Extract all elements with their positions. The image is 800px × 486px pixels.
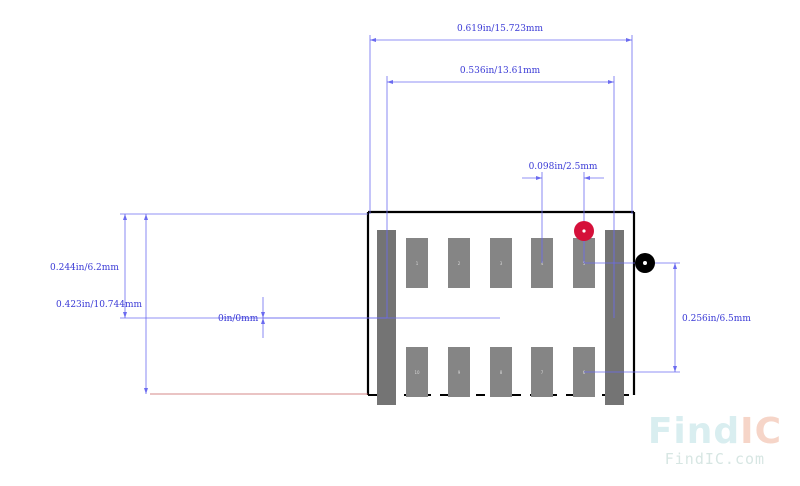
dimension-label: 0.619in/15.723mm xyxy=(457,24,543,34)
pad-label: 7 xyxy=(541,370,544,375)
pad xyxy=(448,347,470,397)
pad-label: 5 xyxy=(583,261,586,266)
dimension-pad-span: 0.536in/13.61mm xyxy=(386,66,615,318)
pad xyxy=(490,238,512,288)
pad xyxy=(406,238,428,288)
pad-label: 3 xyxy=(500,261,503,266)
pad xyxy=(406,347,428,397)
dimension-origin: 0in/0mm xyxy=(218,297,500,338)
dimension-pitch: 0.098in/2.5mm xyxy=(522,162,604,263)
pad xyxy=(490,347,512,397)
dimension-label: 0.423in/10.744mm xyxy=(56,300,142,310)
mounting-pad-left xyxy=(377,230,396,405)
pad-label: 6 xyxy=(583,370,586,375)
pad xyxy=(531,347,553,397)
pad-label: 8 xyxy=(500,370,503,375)
pad-label: 9 xyxy=(458,370,461,375)
dimension-label: 0in/0mm xyxy=(218,314,259,324)
pad xyxy=(448,238,470,288)
findic-logo: FindIC FindIC.com xyxy=(647,411,782,469)
pad-label: 4 xyxy=(541,261,544,266)
mounting-pad-right xyxy=(605,230,624,405)
dimension-overall-width: 0.619in/15.723mm xyxy=(369,24,633,214)
logo-subtitle: FindIC.com xyxy=(664,450,766,468)
pad-label: 1 xyxy=(416,261,419,266)
logo-find-text: Find xyxy=(647,411,741,452)
dimension-body-height: 0.423in/10.744mm xyxy=(56,214,148,394)
dimension-label: 0.244in/6.2mm xyxy=(50,263,119,273)
pad-label: 2 xyxy=(458,261,461,266)
dimension-label: 0.098in/2.5mm xyxy=(529,162,598,172)
logo-ic-text: IC xyxy=(740,411,782,452)
pad-row-top: 1 2 3 4 5 xyxy=(406,238,595,288)
dimension-label: 0.536in/13.61mm xyxy=(460,66,541,76)
pin1-marker xyxy=(574,221,594,241)
pad-label: 10 xyxy=(414,370,420,375)
dimension-label: 0.256in/6.5mm xyxy=(682,314,751,324)
origin-marker xyxy=(635,253,655,273)
dimension-row-spacing: 0.256in/6.5mm xyxy=(584,262,751,373)
pad-row-bottom: 10 9 8 7 6 xyxy=(406,347,595,397)
